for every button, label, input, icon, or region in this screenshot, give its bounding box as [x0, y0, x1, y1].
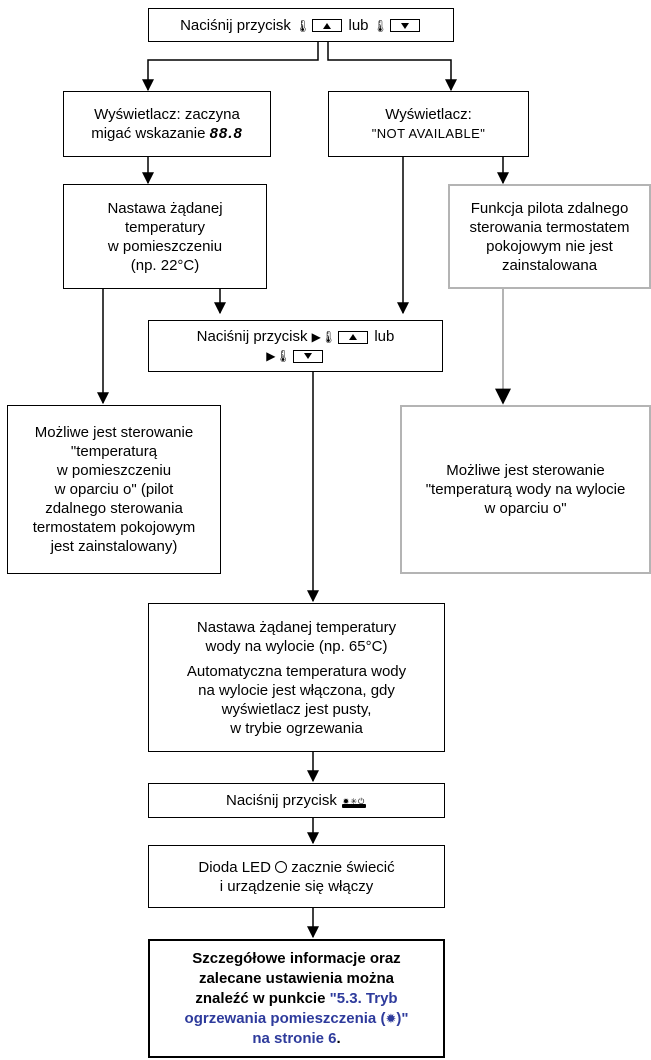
led-on-step: Dioda LED zacznie świecić i urządzenie s… — [148, 845, 445, 908]
press-mode-step: Naciśnij przycisk ▶🌡 lub ▶🌡 — [148, 320, 443, 372]
arrow-up-button-icon — [338, 330, 369, 344]
thermometer-icon: 🌡 — [295, 18, 311, 33]
set-water-line-1: Nastawa żądanej temperatury — [196, 618, 397, 636]
display-blink-line-2: migać wskazanie — [91, 125, 206, 142]
room-temperature-control-note: Możliwe jest sterowanie "temperaturą w p… — [7, 405, 221, 574]
section-link-part-3[interactable]: )" — [396, 1009, 409, 1027]
display-blink-line-1: Wyświetlacz: zaczyna — [94, 106, 240, 123]
display-blink-step: Wyświetlacz: zaczyna migać wskazanie 88.… — [63, 91, 271, 157]
room-control-line-5: zdalnego sterowania — [45, 500, 183, 517]
arrow-start-to-na — [327, 41, 457, 92]
on-off-button-icon: ✹✳⏻ — [342, 797, 367, 809]
water-control-line-2: "temperaturą wody na wylocie — [425, 481, 626, 498]
heating-sun-icon: ✹ — [385, 1010, 397, 1026]
set-room-line-4: (np. 22°C) — [130, 256, 200, 274]
not-installed-line-1: Funkcja pilota zdalnego — [470, 199, 629, 217]
start-step-or: lub — [348, 16, 369, 34]
water-control-line-1: Możliwe jest sterowanie — [446, 462, 605, 479]
set-water-line-6: w trybie ogrzewania — [230, 719, 363, 737]
led-line-2: i urządzenie się włączy — [219, 877, 374, 895]
details-line-3a: znaleźć w punkcie — [195, 989, 326, 1007]
details-line-2: zalecane ustawienia można — [198, 969, 395, 987]
set-water-line-4: na wylocie jest włączona, gdy — [198, 681, 395, 699]
section-link-part-1[interactable]: "5.3. Tryb — [329, 989, 398, 1007]
water-control-line-3: w oparciu o" — [484, 500, 567, 517]
press-onoff-text: Naciśnij przycisk — [225, 792, 337, 809]
room-control-line-3: w pomieszczeniu — [56, 462, 172, 479]
set-water-line-3: Automatyczna temperatura wody — [186, 662, 407, 680]
press-mode-or: lub — [374, 328, 395, 345]
room-control-line-1: Możliwe jest sterowanie — [34, 424, 194, 441]
thermometer-icon: 🌡 — [320, 330, 337, 345]
set-water-line-5: wyświetlacz jest pusty, — [221, 700, 372, 718]
press-mode-text: Naciśnij przycisk — [196, 328, 308, 345]
section-link-part-2[interactable]: ogrzewania pomieszczenia ( — [184, 1009, 386, 1027]
display-na-line-2: "NOT AVAILABLE" — [371, 126, 486, 141]
not-installed-line-2: sterowania termostatem — [469, 218, 630, 236]
room-control-line-4: w oparciu o" (pilot — [54, 481, 174, 498]
thermometer-icon: 🌡 — [372, 18, 388, 33]
room-control-line-2: "temperaturą — [70, 443, 158, 460]
led-line-1b: zacznie świecić — [291, 858, 395, 876]
details-line-5b: . — [336, 1029, 341, 1047]
set-room-line-3: w pomieszczeniu — [107, 237, 223, 255]
set-room-line-2: temperatury — [124, 218, 206, 236]
details-line-1: Szczegółowe informacje oraz — [192, 949, 401, 967]
set-room-temperature-step: Nastawa żądanej temperatury w pomieszcze… — [63, 184, 267, 289]
room-control-line-7: jest zainstalowany) — [50, 538, 178, 555]
page-link[interactable]: na stronie 6 — [252, 1029, 337, 1047]
arrow-down-button-icon — [389, 19, 420, 33]
set-room-line-1: Nastawa żądanej — [107, 199, 223, 217]
set-water-line-2: wody na wylocie (np. 65°C) — [205, 637, 388, 655]
arrow-up-button-icon — [312, 19, 343, 33]
display-not-available-step: Wyświetlacz: "NOT AVAILABLE" — [328, 91, 529, 157]
remote-not-installed-step: Funkcja pilota zdalnego sterowania termo… — [448, 184, 651, 289]
heating-mode-icon: ▶ — [311, 330, 321, 345]
led-line-1a: Dioda LED — [198, 858, 271, 876]
display-digits: 88.8 — [209, 125, 243, 142]
set-water-temperature-step: Nastawa żądanej temperatury wody na wylo… — [148, 603, 445, 752]
thermometer-icon: 🌡 — [275, 349, 291, 364]
start-step-text: Naciśnij przycisk — [180, 16, 291, 34]
details-reference-box: Szczegółowe informacje oraz zalecane ust… — [148, 939, 445, 1058]
press-onoff-step: Naciśnij przycisk ✹✳⏻ — [148, 783, 445, 818]
not-installed-line-3: pokojowym nie jest — [486, 237, 613, 255]
not-installed-line-4: zainstalowana — [501, 256, 598, 274]
arrow-down-button-icon — [292, 349, 323, 363]
led-circle-icon — [275, 860, 288, 873]
start-step: Naciśnij przycisk 🌡 lub 🌡 — [148, 8, 454, 42]
display-na-line-1: Wyświetlacz: — [385, 106, 472, 123]
heating-mode-icon: ▶ — [266, 349, 276, 364]
water-temperature-control-note: Możliwe jest sterowanie "temperaturą wod… — [400, 405, 651, 574]
room-control-line-6: termostatem pokojowym — [32, 519, 196, 536]
arrow-start-to-blink — [142, 41, 319, 92]
